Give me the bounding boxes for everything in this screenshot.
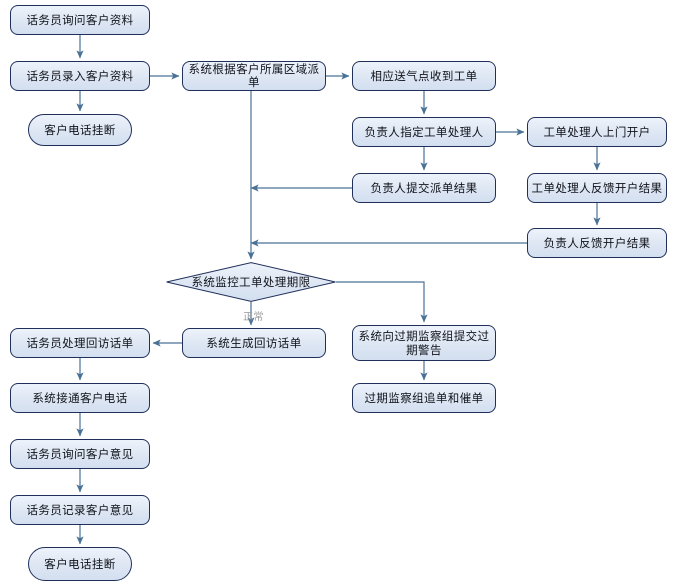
node-system-sends-overdue-warning[interactable]: 系统向过期监察组提交过期警告 xyxy=(352,325,496,361)
node-agent-handles-callback-ticket[interactable]: 话务员处理回访话单 xyxy=(10,328,150,358)
edge-n11-n13 xyxy=(336,281,428,323)
node-customer-hangs-up-bottom[interactable]: 客户电话挂断 xyxy=(28,547,132,581)
edge-label-normal: 正常 xyxy=(243,312,264,323)
decision-label: 系统监控工单处理期限 xyxy=(191,275,311,289)
node-system-monitors-deadline[interactable]: 系统监控工单处理期限 xyxy=(166,262,336,302)
node-overdue-team-follows-up[interactable]: 过期监察组追单和催单 xyxy=(352,383,496,413)
node-manager-assigns-handler[interactable]: 负责人指定工单处理人 xyxy=(352,117,496,147)
node-handler-visits-to-open-account[interactable]: 工单处理人上门开户 xyxy=(527,117,667,147)
node-system-generates-callback-ticket[interactable]: 系统生成回访话单 xyxy=(182,328,326,358)
node-customer-hangs-up-top[interactable]: 客户电话挂断 xyxy=(28,114,132,146)
node-agent-asks-customer-opinion[interactable]: 话务员询问客户意见 xyxy=(10,439,150,469)
node-agent-asks-customer-info[interactable]: 话务员询问客户资料 xyxy=(10,5,150,35)
node-agent-enters-customer-info[interactable]: 话务员录入客户资料 xyxy=(10,61,150,91)
node-manager-submits-dispatch-result[interactable]: 负责人提交派单结果 xyxy=(352,173,496,203)
node-handler-feedback-result[interactable]: 工单处理人反馈开户结果 xyxy=(527,173,667,203)
node-system-dispatch-by-region[interactable]: 系统根据客户所属区域派单 xyxy=(182,61,326,91)
node-system-connects-customer-call[interactable]: 系统接通客户电话 xyxy=(10,383,150,413)
node-gas-station-receives-order[interactable]: 相应送气点收到工单 xyxy=(352,61,496,91)
decision-diamond-shape xyxy=(166,262,336,302)
node-manager-feedback-result[interactable]: 负责人反馈开户结果 xyxy=(527,228,667,258)
node-agent-records-customer-opinion[interactable]: 话务员记录客户意见 xyxy=(10,495,150,525)
